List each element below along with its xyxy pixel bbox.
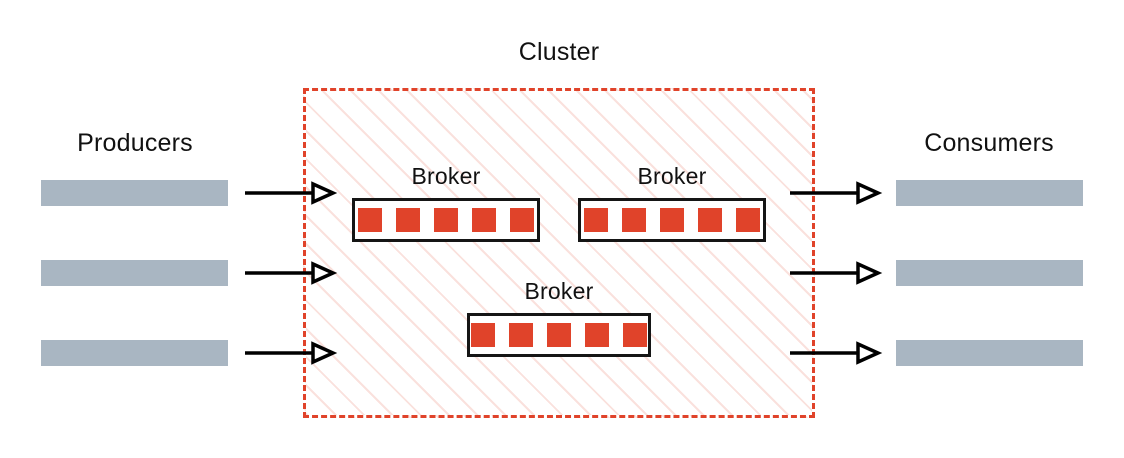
consumer-bar-2 — [896, 260, 1083, 286]
broker-2: Broker — [578, 163, 766, 242]
cluster-title: Cluster — [518, 38, 600, 66]
partition — [698, 208, 722, 232]
producer-bar-2 — [41, 260, 228, 286]
partition — [472, 208, 496, 232]
producer-bar-3 — [41, 340, 228, 366]
outbound-arrow-1 — [790, 181, 883, 205]
partition — [547, 323, 571, 347]
outbound-arrow-2 — [790, 261, 883, 285]
partition — [622, 208, 646, 232]
partition — [584, 208, 608, 232]
inbound-arrow-3 — [245, 341, 338, 365]
partition — [509, 323, 533, 347]
inbound-arrow-2 — [245, 261, 338, 285]
outbound-arrow-3 — [790, 341, 883, 365]
partition — [736, 208, 760, 232]
broker-3-label: Broker — [524, 278, 594, 304]
consumer-bar-3 — [896, 340, 1083, 366]
broker-1-label: Broker — [411, 163, 481, 189]
broker-1-frame — [352, 198, 540, 242]
partition — [510, 208, 534, 232]
broker-1: Broker — [352, 163, 540, 242]
partition — [358, 208, 382, 232]
broker-2-frame — [578, 198, 766, 242]
consumers-label: Consumers — [924, 129, 1054, 157]
partition — [471, 323, 495, 347]
cluster-boundary — [303, 88, 815, 418]
partition — [434, 208, 458, 232]
broker-2-label: Broker — [637, 163, 707, 189]
broker-3-frame — [467, 313, 651, 357]
producers-label: Producers — [77, 129, 193, 157]
partition — [585, 323, 609, 347]
partition — [660, 208, 684, 232]
broker-3: Broker — [467, 278, 651, 357]
partition — [623, 323, 647, 347]
producer-bar-1 — [41, 180, 228, 206]
inbound-arrow-1 — [245, 181, 338, 205]
consumer-bar-1 — [896, 180, 1083, 206]
partition — [396, 208, 420, 232]
